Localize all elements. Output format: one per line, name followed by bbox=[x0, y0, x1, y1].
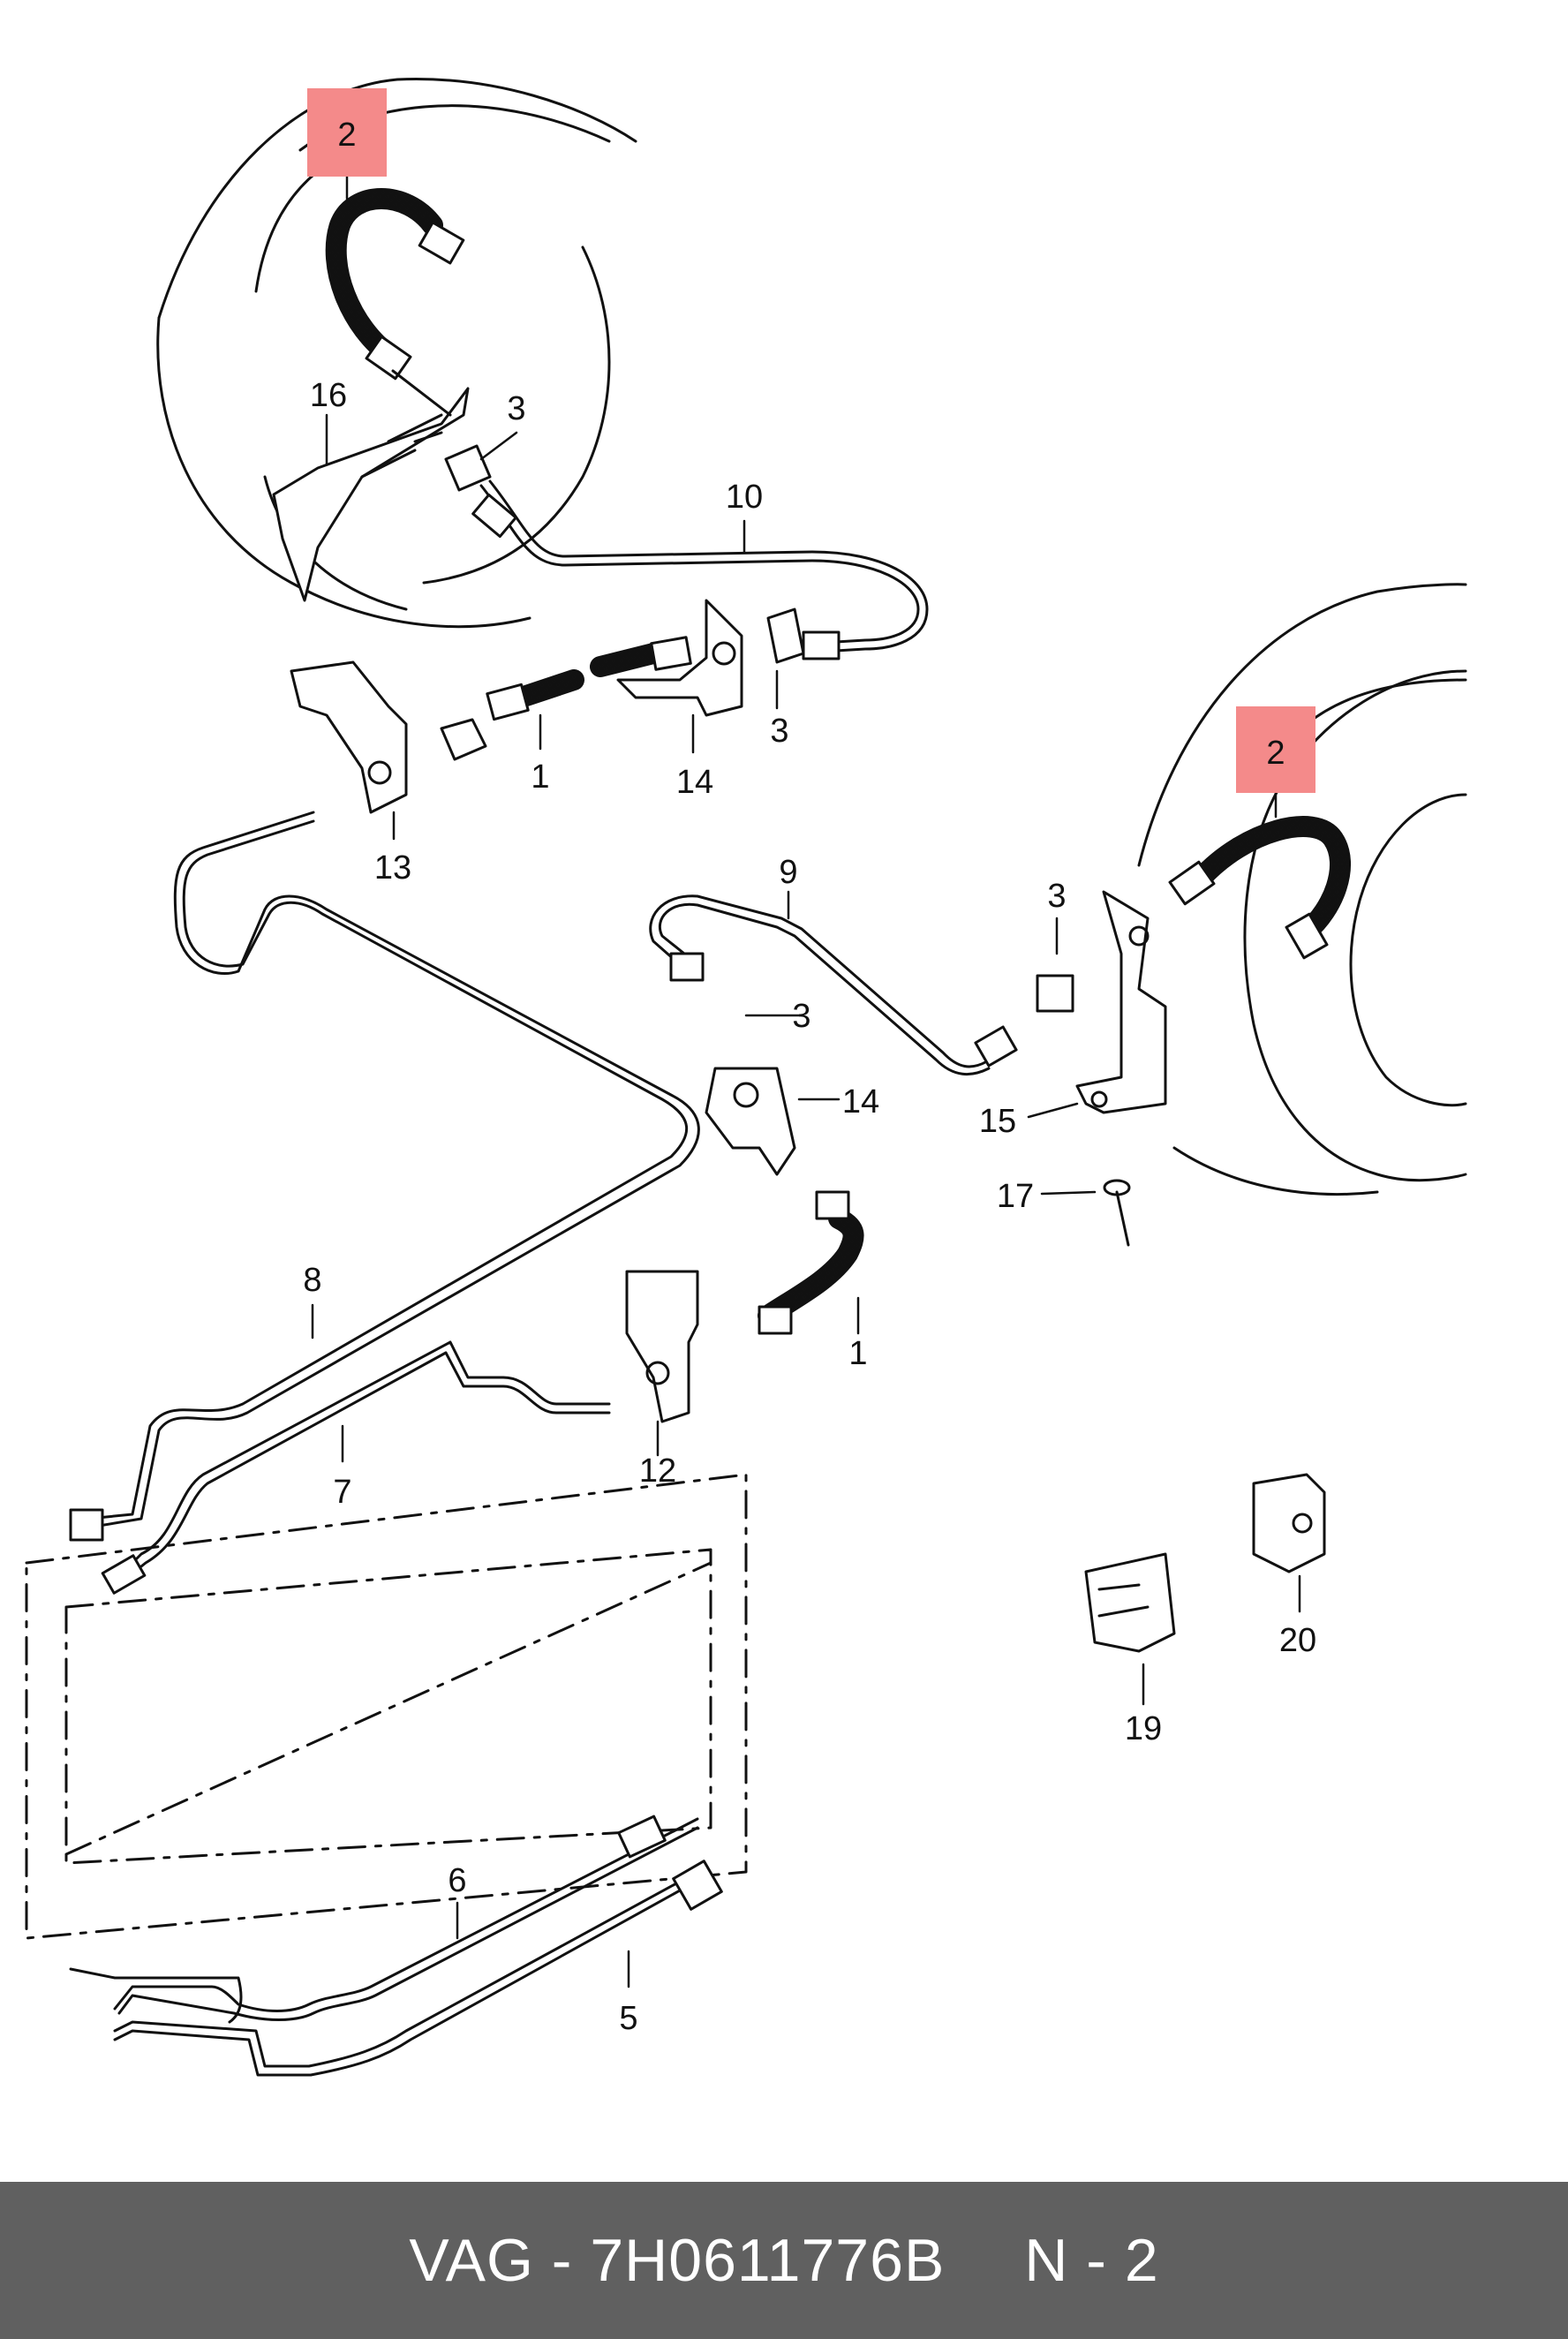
clip-20 bbox=[1252, 1473, 1326, 1573]
hose-1-upper bbox=[486, 636, 692, 721]
callout-1-lower: 1 bbox=[848, 1335, 867, 1372]
callout-1-upper: 1 bbox=[531, 758, 549, 796]
wheel-lower-right bbox=[1137, 583, 1467, 1196]
bracket-15 bbox=[1075, 890, 1167, 1114]
rivet-17 bbox=[1103, 1179, 1131, 1247]
clip-3-upper bbox=[440, 444, 805, 761]
brake-line-10 bbox=[471, 479, 929, 660]
bracket-14-upper bbox=[616, 599, 743, 717]
callout-16: 16 bbox=[310, 377, 347, 414]
brake-line-6 bbox=[69, 1815, 699, 2024]
brake-hose-upper bbox=[325, 188, 465, 381]
clip-3-right bbox=[1036, 974, 1074, 1013]
bracket-14-lower bbox=[705, 1067, 796, 1176]
callout-10: 10 bbox=[726, 479, 763, 516]
highlight-box-part-2-upper bbox=[307, 88, 387, 177]
brake-line-7 bbox=[101, 1340, 611, 1595]
hose-1-lower bbox=[758, 1190, 864, 1335]
footer-position: N - 2 bbox=[1024, 2227, 1159, 2294]
bracket-16 bbox=[272, 369, 470, 602]
callout-3-upper: 3 bbox=[507, 390, 525, 427]
footer-bar: VAG - 7H0611776B N - 2 bbox=[0, 2182, 1568, 2339]
callout-17: 17 bbox=[997, 1178, 1034, 1215]
callout-13: 13 bbox=[374, 849, 411, 887]
callout-15: 15 bbox=[979, 1103, 1016, 1140]
callout-6: 6 bbox=[448, 1862, 466, 1899]
callout-2-right: 2 bbox=[1266, 735, 1285, 772]
callout-7: 7 bbox=[333, 1474, 351, 1511]
highlight-box-part-2-right bbox=[1236, 706, 1315, 793]
brake-line-5 bbox=[113, 1860, 723, 2077]
callout-20: 20 bbox=[1279, 1622, 1316, 1659]
footer-part-number: VAG - 7H0611776B bbox=[409, 2227, 946, 2294]
callout-14-lower: 14 bbox=[842, 1083, 879, 1120]
callout-3-right: 3 bbox=[1047, 878, 1066, 915]
dashed-frame bbox=[25, 1473, 748, 1940]
bracket-13 bbox=[290, 660, 408, 814]
bracket-12 bbox=[625, 1270, 699, 1423]
callout-5: 5 bbox=[619, 2000, 637, 2037]
callout-8: 8 bbox=[303, 1262, 321, 1299]
brake-hose-right bbox=[1168, 816, 1351, 960]
callout-14-upper: 14 bbox=[676, 764, 713, 801]
brake-line-diagram: 2 16 3 10 1 14 3 13 2 9 3 3 14 15 17 8 1… bbox=[25, 78, 1467, 2077]
callout-19: 19 bbox=[1125, 1710, 1162, 1747]
brake-line-9 bbox=[649, 894, 1018, 1076]
clip-19 bbox=[1084, 1552, 1176, 1653]
callout-9: 9 bbox=[779, 854, 797, 891]
brake-line-8 bbox=[69, 811, 700, 1542]
callout-3-lower: 3 bbox=[792, 998, 810, 1035]
leader-lines bbox=[311, 175, 1301, 1988]
callout-2-upper: 2 bbox=[337, 117, 356, 154]
callout-3-mid: 3 bbox=[770, 713, 788, 750]
callout-12: 12 bbox=[639, 1452, 676, 1490]
